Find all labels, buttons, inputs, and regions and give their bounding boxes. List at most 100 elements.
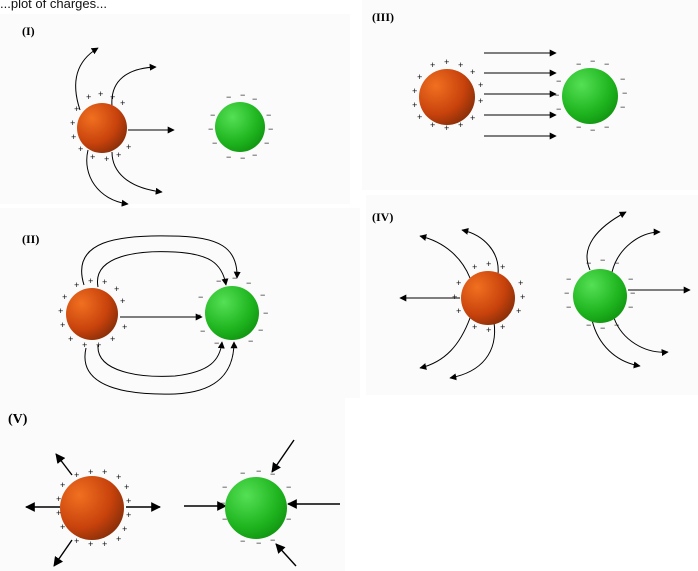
- svg-text:−: −: [600, 324, 605, 334]
- svg-text:−: −: [256, 539, 261, 549]
- panel-ii-background: [0, 208, 360, 398]
- svg-text:+: +: [516, 307, 521, 317]
- svg-text:+: +: [116, 535, 121, 545]
- svg-text:+: +: [74, 281, 79, 291]
- svg-text:−: −: [222, 483, 227, 493]
- positive-charge: [573, 269, 627, 323]
- svg-text:−: −: [258, 326, 263, 336]
- svg-text:+: +: [470, 68, 475, 78]
- svg-text:−: −: [620, 103, 625, 113]
- panel-ii-diagram: [81, 235, 241, 395]
- field-line: [419, 234, 471, 279]
- cropped-header-text: ...plot of charges...: [0, 0, 107, 11]
- svg-text:+: +: [110, 93, 115, 103]
- svg-text:−: −: [604, 60, 609, 70]
- svg-text:−: −: [576, 123, 581, 133]
- svg-text:+: +: [520, 293, 525, 303]
- svg-text:−: −: [208, 125, 213, 135]
- svg-text:+: +: [71, 133, 76, 143]
- svg-text:−: −: [263, 309, 268, 319]
- svg-text:−: −: [556, 77, 561, 87]
- svg-text:+: +: [70, 119, 75, 129]
- field-line: [97, 341, 225, 377]
- panel-iv-background: [366, 195, 698, 395]
- positive-charge: [419, 69, 475, 125]
- svg-text:+: +: [126, 511, 131, 521]
- svg-text:+: +: [430, 121, 435, 131]
- svg-text:+: +: [486, 260, 491, 270]
- svg-text:−: −: [604, 123, 609, 133]
- panel-iii-label: (III): [372, 10, 395, 24]
- positive-charge: [77, 103, 127, 153]
- svg-text:+: +: [102, 468, 107, 478]
- svg-text:−: −: [212, 139, 217, 149]
- svg-text:+: +: [472, 263, 477, 273]
- svg-text:−: −: [252, 151, 257, 161]
- svg-text:+: +: [102, 540, 107, 550]
- svg-text:−: −: [630, 289, 635, 299]
- svg-text:+: +: [500, 263, 505, 273]
- field-line: [591, 319, 641, 369]
- field-line: [97, 251, 229, 288]
- panel-ii-label: (II): [22, 232, 40, 246]
- svg-text:+: +: [120, 297, 125, 307]
- negative-charge: [205, 286, 259, 340]
- svg-text:+: +: [78, 145, 83, 155]
- svg-text:−: −: [240, 469, 245, 479]
- svg-text:+: +: [430, 61, 435, 71]
- svg-text:−: −: [564, 289, 569, 299]
- svg-text:+: +: [417, 73, 422, 83]
- svg-text:+: +: [88, 468, 93, 478]
- svg-text:−: −: [196, 311, 201, 321]
- svg-text:−: −: [270, 536, 275, 546]
- field-line: [86, 149, 129, 207]
- field-line: [75, 47, 99, 111]
- svg-text:−: −: [586, 259, 591, 269]
- svg-text:+: +: [96, 341, 101, 351]
- svg-text:−: −: [586, 321, 591, 331]
- field-line: [84, 341, 238, 395]
- svg-text:+: +: [60, 523, 65, 533]
- positive-charge: [66, 288, 118, 340]
- svg-text:−: −: [260, 291, 265, 301]
- panel-i-signs: ++++ ++++ ++++ −−− −−− −−− −−−: [70, 90, 273, 165]
- svg-text:−: −: [222, 515, 227, 525]
- svg-text:−: −: [286, 515, 291, 525]
- svg-text:+: +: [417, 113, 422, 123]
- svg-text:−: −: [628, 275, 633, 285]
- svg-text:+: +: [126, 497, 131, 507]
- field-line: [53, 539, 73, 567]
- svg-text:+: +: [124, 483, 129, 493]
- svg-text:+: +: [62, 293, 67, 303]
- svg-text:−: −: [264, 139, 269, 149]
- svg-text:+: +: [102, 278, 107, 288]
- svg-text:+: +: [88, 540, 93, 550]
- panel-v-label: (V): [8, 412, 28, 427]
- svg-text:−: −: [566, 303, 571, 313]
- panel-iii-diagram: [484, 49, 557, 140]
- svg-text:+: +: [58, 307, 63, 317]
- svg-text:+: +: [116, 473, 121, 483]
- svg-text:−: −: [220, 499, 225, 509]
- field-line: [586, 211, 627, 271]
- panel-iv-label: (IV): [372, 210, 394, 224]
- svg-text:−: −: [216, 277, 221, 287]
- field-line: [613, 317, 669, 357]
- svg-text:−: −: [232, 342, 237, 352]
- field-line: [111, 151, 163, 195]
- svg-text:−: −: [628, 303, 633, 313]
- svg-text:−: −: [240, 154, 245, 164]
- svg-text:−: −: [232, 274, 237, 284]
- svg-text:−: −: [590, 57, 595, 67]
- svg-text:+: +: [114, 285, 119, 295]
- panel-iii-signs: ++++ ++++ ++ ++++ −−− −−− −−− −−−: [412, 57, 627, 136]
- panel-i-diagram: [75, 47, 175, 207]
- svg-text:+: +: [74, 105, 79, 115]
- svg-text:−: −: [614, 321, 619, 331]
- svg-text:+: +: [122, 323, 127, 333]
- svg-text:+: +: [452, 293, 457, 303]
- svg-text:+: +: [456, 307, 461, 317]
- svg-text:+: +: [98, 90, 103, 100]
- svg-text:−: −: [270, 470, 275, 480]
- svg-text:−: −: [226, 153, 231, 163]
